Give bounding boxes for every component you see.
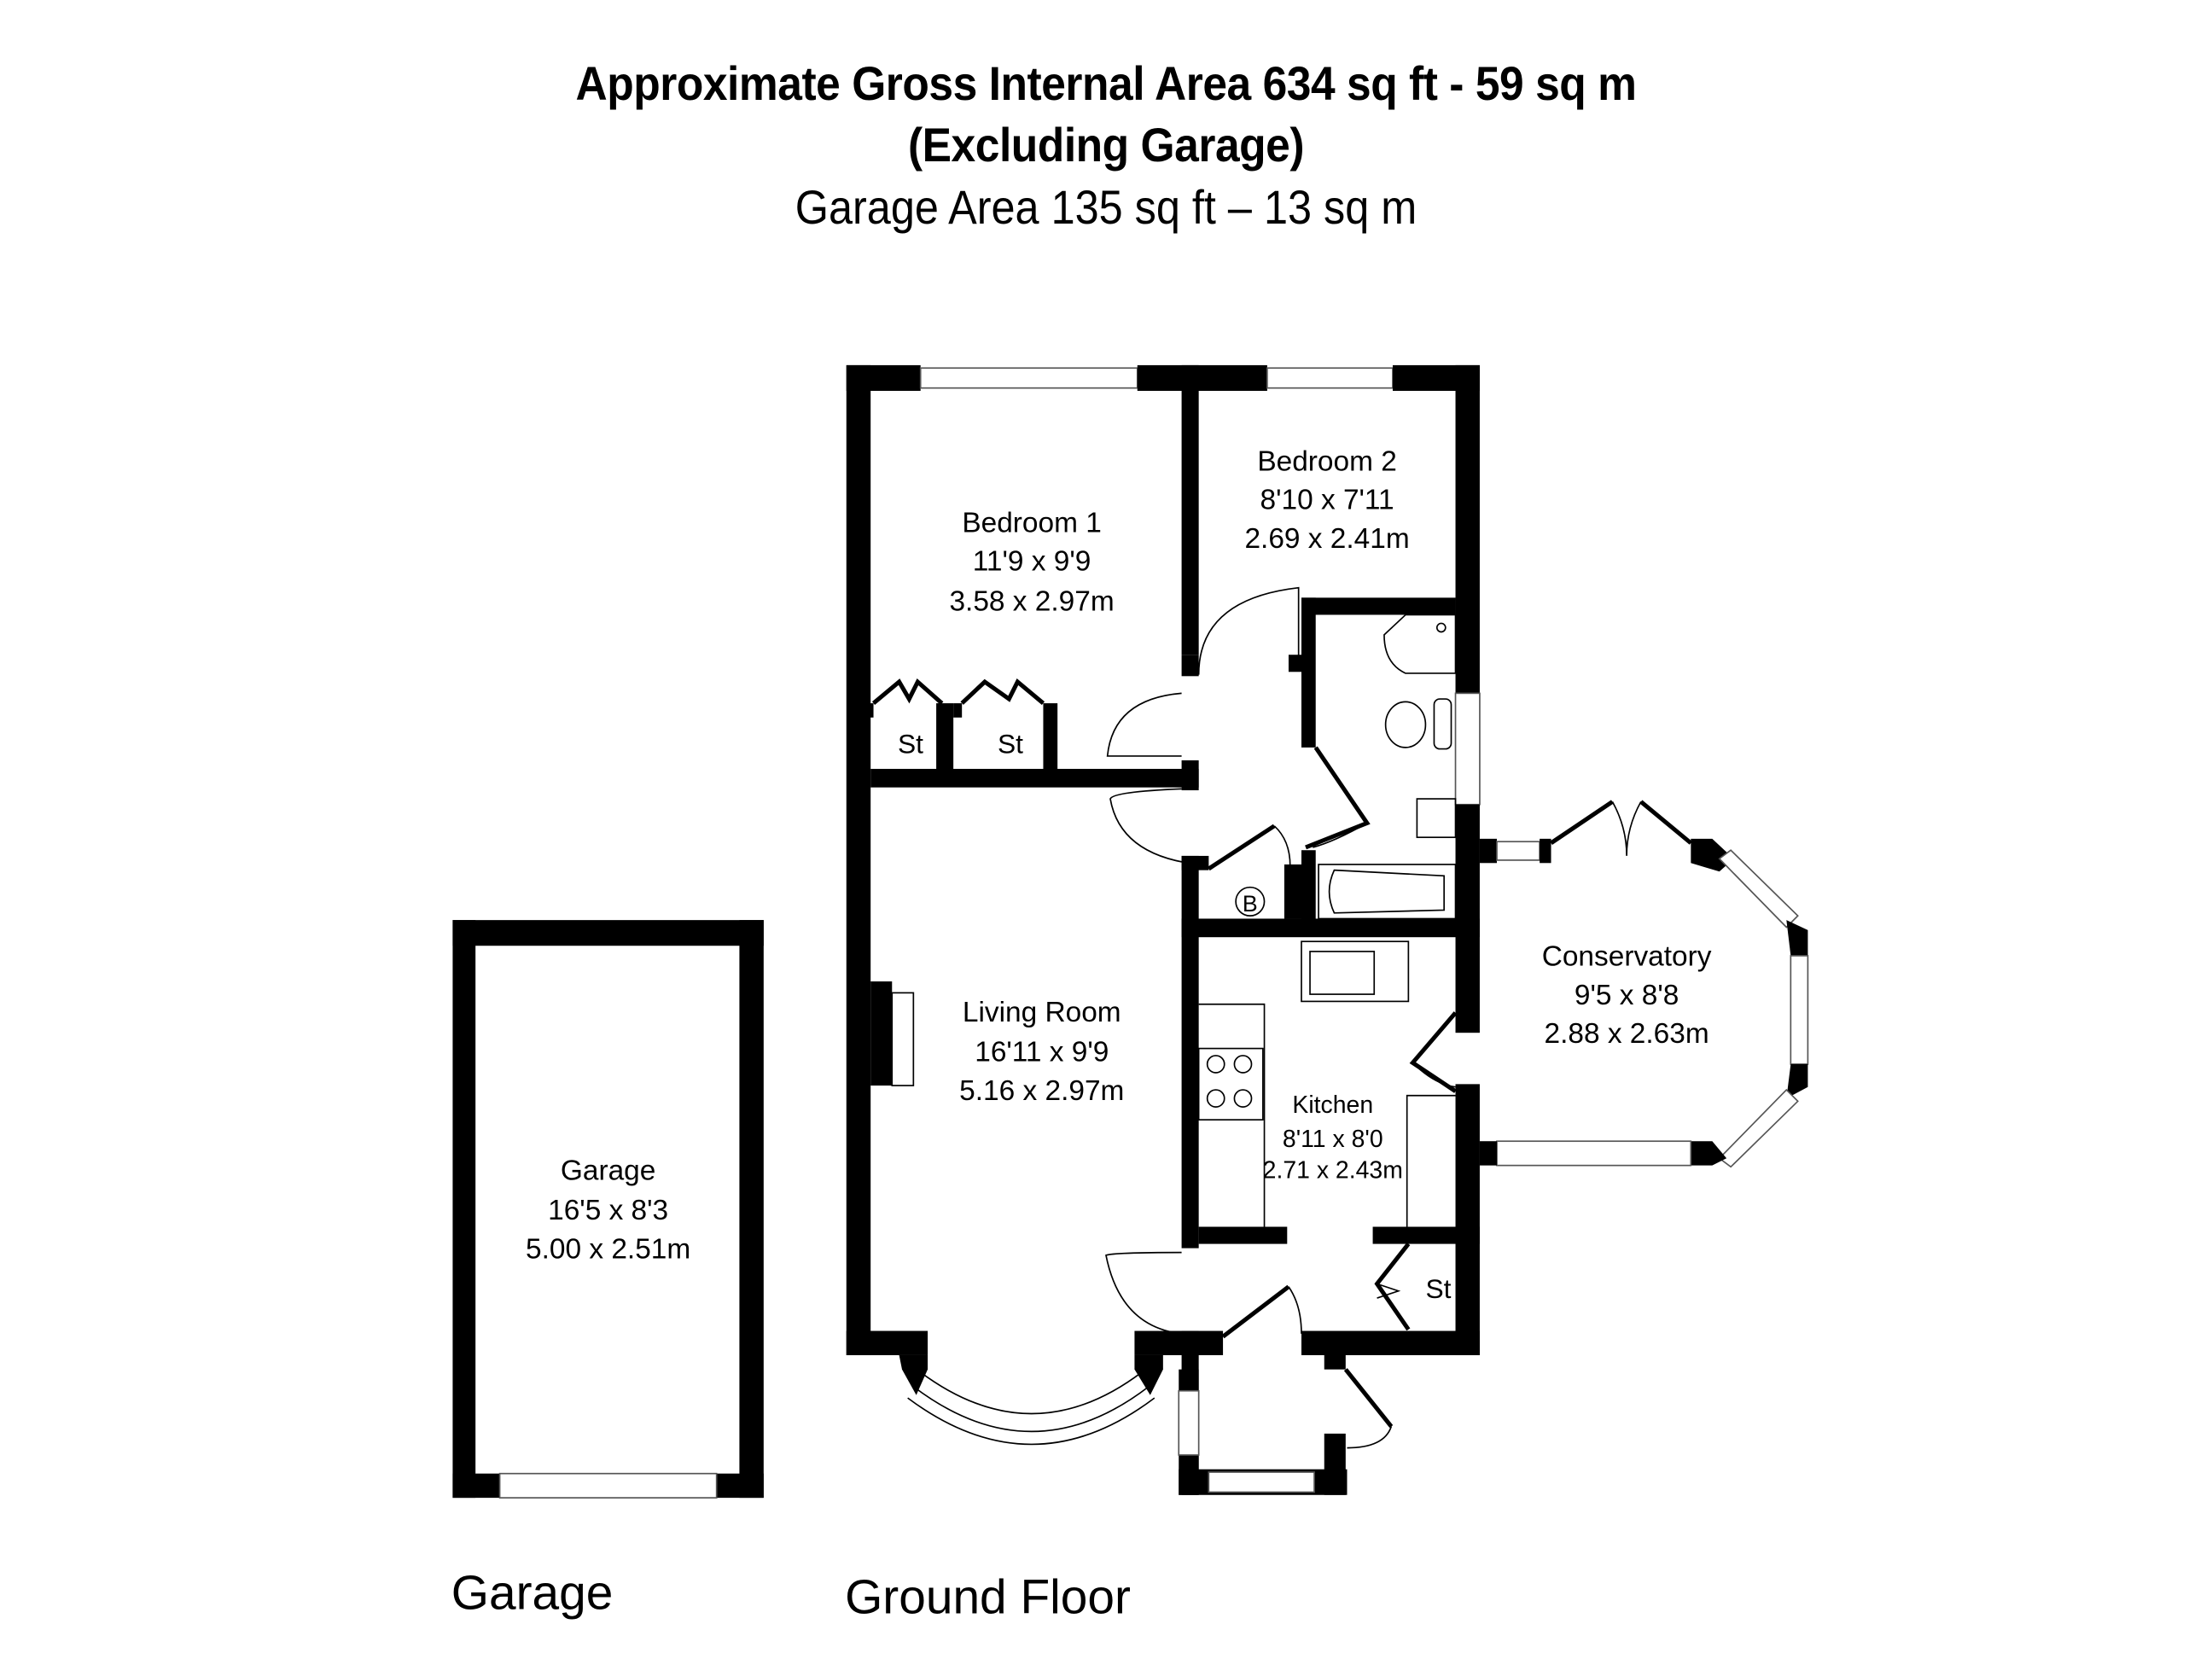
conservatory-imperial: 9'5 x 8'8	[1575, 980, 1679, 1011]
kitchen-imperial: 8'11 x 8'0	[1283, 1126, 1383, 1153]
bedroom1-name: Bedroom 1	[962, 507, 1102, 538]
conservatory-metric: 2.88 x 2.63m	[1544, 1018, 1708, 1050]
front-door-icon	[1347, 1426, 1393, 1449]
kitchen-living-door-icon	[1105, 1251, 1182, 1335]
garage-plan: Garage 16'5 x 8'3 5.00 x 2.51m	[452, 920, 764, 1499]
door-swings	[871, 586, 1458, 1449]
bathroom-window-icon	[1454, 692, 1481, 806]
bedroom1-door-icon	[1106, 692, 1182, 757]
living-room-metric: 5.16 x 2.97m	[959, 1075, 1124, 1107]
garage-imperial: 16'5 x 8'3	[548, 1195, 668, 1226]
shower-icon	[1383, 614, 1457, 674]
living-room-imperial: 16'11 x 9'9	[975, 1037, 1109, 1068]
boiler-icon	[1235, 886, 1266, 917]
conservatory-plan: Conservatory 9'5 x 8'8 2.88 x 2.63m	[1479, 800, 1809, 1168]
garage-metric: 5.00 x 2.51m	[526, 1233, 690, 1265]
st3-door-icon	[1377, 1283, 1401, 1299]
living-door-icon	[1109, 788, 1199, 865]
living-room-name: Living Room	[963, 997, 1121, 1028]
bedroom2-window-icon	[1266, 367, 1394, 389]
garage-name: Garage	[561, 1155, 655, 1186]
bedroom1-imperial: 11'9 x 9'9	[973, 546, 1091, 578]
room-labels: Bedroom 1 11'9 x 9'9 3.58 x 2.97m Bedroo…	[898, 446, 1452, 1304]
excluding-garage-note: (Excluding Garage)	[907, 118, 1305, 172]
floorplan-header: Approximate Gross Internal Area 634 sq f…	[0, 53, 2212, 239]
boiler-label: B	[1243, 891, 1258, 917]
bay-window-icon	[920, 1371, 1143, 1415]
bathroom-sink-icon	[1416, 798, 1457, 839]
bedroom2-metric: 2.69 x 2.41m	[1244, 523, 1409, 555]
toilet-icon	[1384, 701, 1427, 748]
bath-icon	[1318, 864, 1457, 920]
kitchen-sink-icon	[1301, 940, 1410, 1003]
ground-floor-walls	[846, 364, 1481, 1495]
bedroom1-window-icon	[919, 367, 1138, 389]
kitchen-metric: 2.71 x 2.43m	[1263, 1157, 1403, 1185]
storage1-label: St	[898, 729, 923, 760]
fireplace-icon	[891, 992, 915, 1086]
garage-area-subtitle: Garage Area 135 sq ft – 13 sq m	[795, 180, 1417, 234]
garage-door-icon	[498, 1472, 718, 1499]
ground-floor-label: Ground Floor	[845, 1571, 1131, 1625]
porch-window-icon	[1208, 1471, 1315, 1493]
bedroom2-name: Bedroom 2	[1257, 446, 1397, 478]
gross-area-title: Approximate Gross Internal Area 634 sq f…	[575, 56, 1637, 110]
bedroom2-door-icon	[1197, 586, 1300, 675]
kitchen-name: Kitchen	[1292, 1091, 1373, 1119]
hob-icon	[1197, 1047, 1264, 1121]
fixtures: B	[1197, 614, 1457, 1227]
garage-floor-label: Garage	[451, 1566, 614, 1620]
storage3-label: St	[1425, 1273, 1451, 1304]
french-door-icon	[1611, 800, 1642, 856]
conservatory-name: Conservatory	[1542, 941, 1712, 973]
bedroom2-imperial: 8'10 x 7'11	[1260, 485, 1394, 516]
storage2-label: St	[998, 729, 1023, 760]
bedroom1-metric: 3.58 x 2.97m	[949, 585, 1114, 617]
